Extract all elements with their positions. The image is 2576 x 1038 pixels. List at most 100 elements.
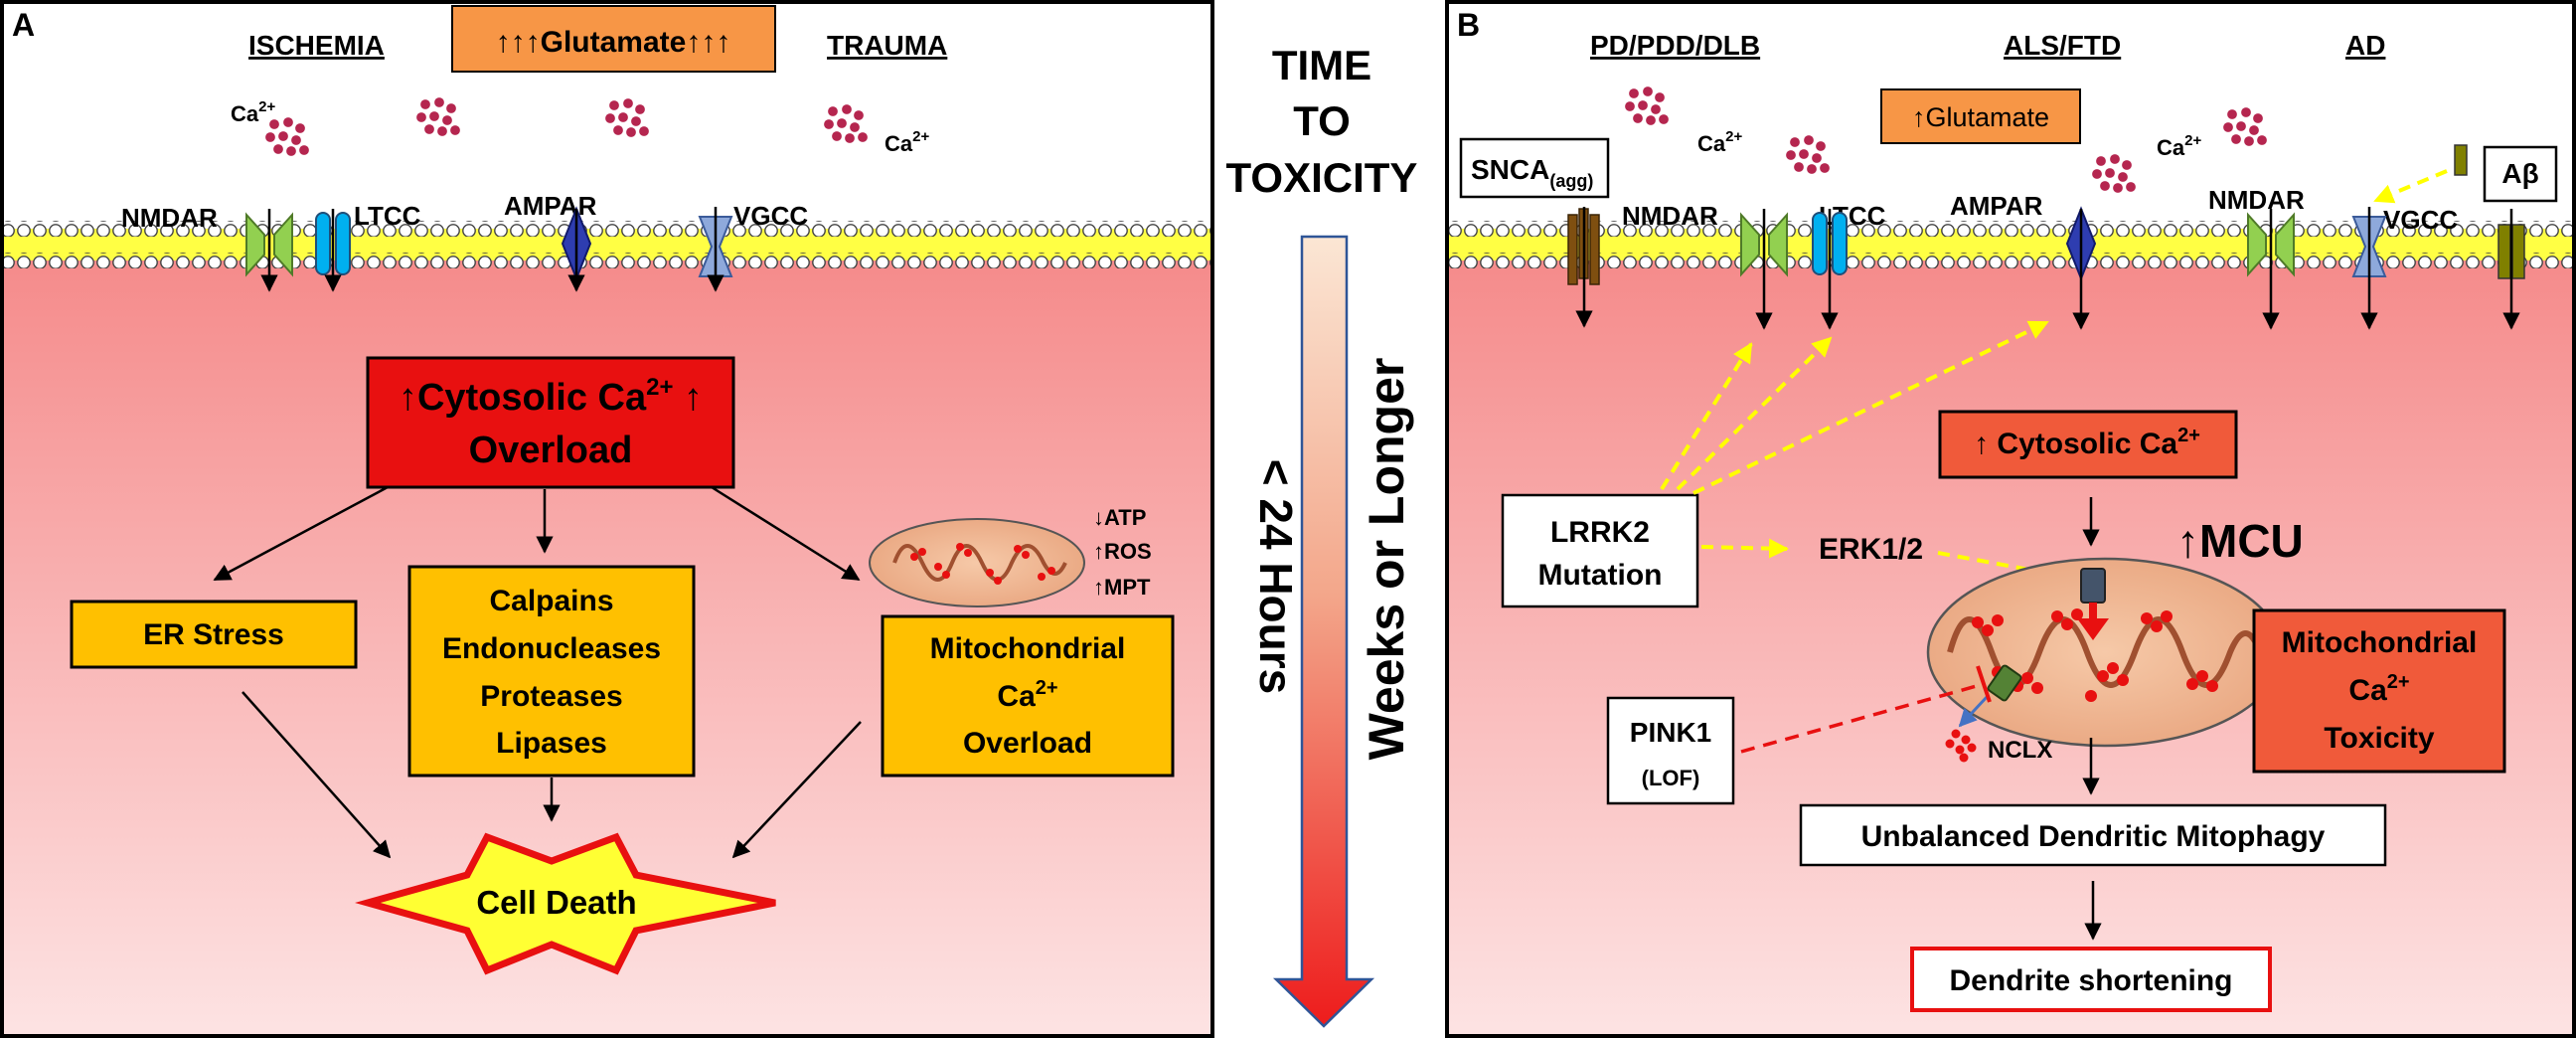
- flow-arrow: [711, 485, 861, 582]
- als-label: ALS/FTD: [2004, 30, 2121, 61]
- vgcc-label: VGCC: [733, 201, 808, 231]
- time-to-toxicity: TIME TO TOXICITY < 24 Hours Weeks or Lon…: [1226, 42, 1418, 1028]
- ltcc-label: LTCC: [354, 201, 421, 231]
- abeta-channel: [2497, 224, 2525, 279]
- released-calcium: [1945, 729, 1977, 763]
- snca-label: SNCA(agg): [1471, 154, 1593, 191]
- mitophagy-box: [1799, 803, 2387, 867]
- ad-label: AD: [2345, 30, 2385, 61]
- nmdar-label: NMDAR: [1622, 201, 1718, 231]
- glutamate-label: ↑↑↑Glutamate↑↑↑: [496, 26, 731, 59]
- cell-death-star: [355, 832, 776, 975]
- weeks-label: Weeks or Longer: [1359, 358, 1414, 761]
- cytosolic-calcium-line1: ↑Cytosolic Ca2+ ↑: [399, 374, 703, 419]
- calcium-cluster: [2221, 105, 2269, 148]
- panel-b: B PD/PDD/DLB ALS/FTD AD ↑Glutamate Ca2+ …: [1445, 0, 2576, 1038]
- lrrk2-dashed-arrow: [1700, 538, 1789, 559]
- abeta-dashed-arrow: [2373, 169, 2448, 204]
- mito-overload-line2: Ca2+: [997, 677, 1057, 713]
- mitochondrial-overload-box: [881, 614, 1175, 778]
- panel-b-membrane-heads-bottom: [1447, 253, 2574, 268]
- calcium-label: Ca2+: [885, 128, 929, 156]
- endonucleases-label: Endonucleases: [442, 632, 661, 665]
- cytosolic-calcium-line2: Overload: [469, 430, 633, 471]
- lipases-label: Lipases: [496, 727, 607, 760]
- panel-a: A ISCHEMIA TRAUMA ↑↑↑Glutamate↑↑↑ Ca2+ C…: [0, 0, 1214, 1038]
- lrrk2-line2: Mutation: [1538, 559, 1663, 592]
- panel-a-frame: [0, 0, 1214, 1038]
- mitophagy-label: Unbalanced Dendritic Mitophagy: [1861, 820, 2326, 853]
- abeta-box: [2483, 145, 2558, 203]
- nmdar-label: NMDAR: [121, 203, 218, 233]
- lrrk2-box: [1501, 493, 1699, 608]
- abeta-label: Aβ: [2501, 158, 2538, 189]
- flow-arrow: [213, 485, 389, 582]
- abeta-fibril-icon: [2454, 144, 2468, 176]
- pink1-inhibition-bar: [1976, 665, 1992, 703]
- calcium-label: Ca2+: [2157, 132, 2201, 160]
- lrrk2-dashed-arrow: [1660, 342, 1753, 491]
- lrrk2-dashed-arrow: [1676, 336, 1833, 491]
- panel-a-letter: A: [12, 7, 35, 43]
- mitochondrion-icon: [1926, 557, 2284, 748]
- mito-toxicity-line2: Ca2+: [2348, 671, 2409, 707]
- ampar-label: AMPAR: [1950, 191, 2043, 221]
- cell-death-label: Cell Death: [476, 884, 636, 921]
- calcium-cluster: [263, 115, 311, 158]
- pink1-box: [1606, 696, 1735, 805]
- panel-b-frame: [1445, 0, 2576, 1038]
- glutamate-box: [1880, 88, 2081, 144]
- calpains-label: Calpains: [489, 585, 613, 617]
- er-stress-label: ER Stress: [143, 618, 284, 651]
- mito-toxicity-line3: Toxicity: [2324, 722, 2434, 755]
- time-label: TIME: [1272, 42, 1371, 88]
- glutamate-label: ↑Glutamate: [1912, 102, 2049, 132]
- panel-b-letter: B: [1457, 7, 1480, 43]
- calcium-cluster: [1623, 85, 1671, 127]
- calcium-cluster: [603, 96, 651, 139]
- mito-toxicity-box: [2252, 608, 2506, 774]
- calcium-label: Ca2+: [1697, 128, 1742, 156]
- lrrk2-line1: LRRK2: [1550, 516, 1650, 549]
- hours-label: < 24 Hours: [1250, 459, 1302, 695]
- mito-overload-line3: Overload: [963, 727, 1092, 760]
- snca-box: [1459, 137, 1610, 199]
- dendrite-box: [1910, 947, 2272, 1012]
- time-gradient-arrow: [1272, 235, 1375, 1028]
- nmdar-label: NMDAR: [2208, 185, 2305, 215]
- er-stress-box: [70, 600, 358, 669]
- ischemia-label: ISCHEMIA: [248, 30, 385, 61]
- calcium-cluster: [414, 95, 462, 138]
- mpt-label: ↑MPT: [1093, 575, 1151, 600]
- cytosolic-calcium-label: ↑ Cytosolic Ca2+: [1974, 425, 2200, 460]
- mcu-channel: [2077, 568, 2109, 640]
- cytosolic-calcium-box: [1938, 410, 2238, 479]
- calcium-cluster: [1784, 133, 1832, 176]
- pink1-line2: (LOF): [1642, 766, 1700, 790]
- flow-arrow: [242, 691, 392, 859]
- toxicity-label: TOXICITY: [1226, 154, 1418, 201]
- panel-a-membrane-heads-bottom: [2, 253, 1212, 268]
- pd-label: PD/PDD/DLB: [1590, 30, 1760, 61]
- ros-label: ↑ROS: [1093, 539, 1152, 564]
- ampar-label: AMPAR: [504, 191, 597, 221]
- mcu-label: ↑MCU: [2176, 515, 2304, 567]
- calcium-cluster: [2090, 152, 2138, 195]
- mitochondrion-icon: [869, 518, 1085, 607]
- dendrite-label: Dendrite shortening: [1949, 964, 2232, 997]
- nclx-label: NCLX: [1988, 737, 2052, 764]
- calcium-cluster: [822, 102, 870, 145]
- nclx-channel: [1958, 664, 2022, 728]
- calcium-label: Ca2+: [231, 98, 275, 126]
- flow-arrow: [731, 721, 862, 859]
- pink1-inhibition-line: [1740, 682, 1985, 754]
- trauma-label: TRAUMA: [827, 30, 947, 61]
- proteases-label: Proteases: [480, 680, 622, 713]
- pink1-line1: PINK1: [1630, 717, 1711, 748]
- vgcc-label: VGCC: [2383, 205, 2458, 235]
- mito-toxicity-line1: Mitochondrial: [2282, 626, 2478, 659]
- panel-a-membrane-heads-top: [2, 221, 1212, 237]
- cytosolic-calcium-box: [366, 356, 735, 489]
- glutamate-box: [451, 5, 776, 73]
